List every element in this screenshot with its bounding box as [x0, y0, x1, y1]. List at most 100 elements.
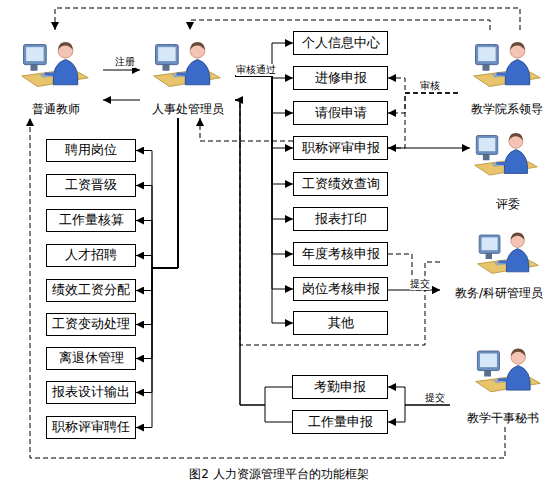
actor-label: 教学院系领导: [471, 101, 543, 118]
person-icon: [475, 133, 538, 175]
connector: [235, 76, 293, 184]
connector: [235, 76, 293, 323]
connector: [235, 76, 293, 113]
connector: [136, 118, 178, 393]
box-label: 人才招聘: [65, 247, 117, 264]
connector: [388, 148, 470, 149]
box-label: 报表打印: [315, 211, 367, 228]
connector: [235, 76, 293, 254]
function-box: 个人信息中心: [293, 31, 388, 55]
connector: [388, 93, 458, 113]
connector: [388, 387, 450, 405]
connector: [190, 20, 490, 30]
connector: [235, 76, 293, 148]
function-box: 职称评审申报: [293, 136, 388, 160]
figure-caption: 图2 人力资源管理平台的功能框架: [0, 466, 558, 483]
connector: [235, 76, 293, 78]
box-label: 职称评审申报: [302, 140, 380, 157]
function-box: 聘用岗位: [46, 139, 136, 162]
box-label: 聘用岗位: [65, 142, 117, 159]
connector: [136, 118, 178, 268]
connector: [235, 76, 293, 219]
connector: [136, 118, 178, 268]
box-label: 报表设计输出: [52, 384, 130, 401]
box-label: 工资变动处理: [52, 316, 130, 333]
connector: [136, 118, 178, 359]
actor-node: 人事处管理员: [140, 30, 235, 118]
connector: [200, 118, 293, 141]
function-box: 进修申报: [293, 66, 388, 90]
box-label: 进修申报: [315, 70, 367, 87]
function-box: 绩效工资分配: [46, 279, 136, 302]
connector: [235, 100, 440, 345]
connector: [235, 100, 292, 422]
actor-node: 教学院系领导: [458, 30, 555, 118]
edge-label: 提交: [410, 278, 430, 290]
edge-label: 提交: [425, 392, 445, 404]
person-icon: [22, 42, 89, 87]
function-box: 工资绩效查询: [293, 172, 388, 196]
connector: [235, 43, 293, 76]
function-box: 人才招聘: [46, 244, 136, 267]
function-box: 请假申请: [293, 101, 388, 125]
person-icon: [478, 233, 539, 274]
connector: [136, 118, 178, 291]
function-box: 职称评审聘任: [46, 416, 136, 439]
connector: [388, 93, 458, 148]
function-box: 报表打印: [293, 207, 388, 231]
box-label: 绩效工资分配: [52, 282, 130, 299]
connector: [30, 118, 505, 458]
connector: [136, 118, 178, 325]
box-label: 岗位考核申报: [302, 281, 380, 298]
actor-label: 教学干事秘书: [467, 410, 539, 427]
actor-label: 教务/科研管理员: [455, 285, 543, 302]
box-label: 职称评审聘任: [52, 419, 130, 436]
actor-label: 普通教师: [32, 101, 80, 118]
actor-label: 人事处管理员: [152, 101, 224, 118]
connector: [136, 118, 178, 428]
box-label: 考勤申报: [314, 379, 366, 396]
box-label: 工资晋级: [65, 177, 117, 194]
edge-label: 注册: [115, 56, 135, 68]
actor-node: 评委: [470, 118, 545, 213]
person-icon: [476, 348, 541, 391]
connector: [235, 100, 292, 405]
function-box: 考勤申报: [292, 375, 388, 399]
function-box: 工作量核算: [46, 209, 136, 232]
person-icon: [154, 42, 221, 87]
box-label: 离退休管理: [59, 350, 124, 367]
function-box: 年度考核申报: [293, 242, 388, 266]
actor-node: 普通教师: [8, 30, 103, 118]
actor-node: 教务/科研管理员: [440, 222, 558, 302]
connector: [103, 100, 140, 101]
box-label: 工作量核算: [59, 212, 124, 229]
actor-label: 评委: [496, 196, 520, 213]
function-box: 工资变动处理: [46, 313, 136, 336]
connector: [388, 78, 458, 93]
box-label: 工资绩效查询: [302, 176, 380, 193]
connector: [388, 254, 440, 290]
function-box: 岗位考核申报: [293, 277, 388, 301]
connector: [235, 76, 293, 289]
box-label: 工作量申报: [308, 414, 373, 431]
connector: [136, 118, 178, 268]
function-box: 报表设计输出: [46, 381, 136, 404]
edge-label: 审核: [420, 80, 440, 92]
box-label: 其他: [328, 315, 354, 332]
box-label: 请假申请: [315, 105, 367, 122]
box-label: 年度考核申报: [302, 246, 380, 263]
person-icon: [474, 42, 541, 87]
edge-label: 审核通过: [236, 64, 276, 76]
function-box: 离退休管理: [46, 347, 136, 370]
connector: [388, 405, 450, 422]
function-box: 其他: [293, 311, 388, 335]
connector: [55, 8, 520, 30]
box-label: 个人信息中心: [302, 35, 380, 52]
caption-text: 图2 人力资源管理平台的功能框架: [189, 467, 368, 481]
connector: [136, 118, 178, 268]
function-box: 工资晋级: [46, 174, 136, 197]
actor-node: 教学干事秘书: [450, 335, 555, 427]
function-box: 工作量申报: [292, 410, 388, 434]
